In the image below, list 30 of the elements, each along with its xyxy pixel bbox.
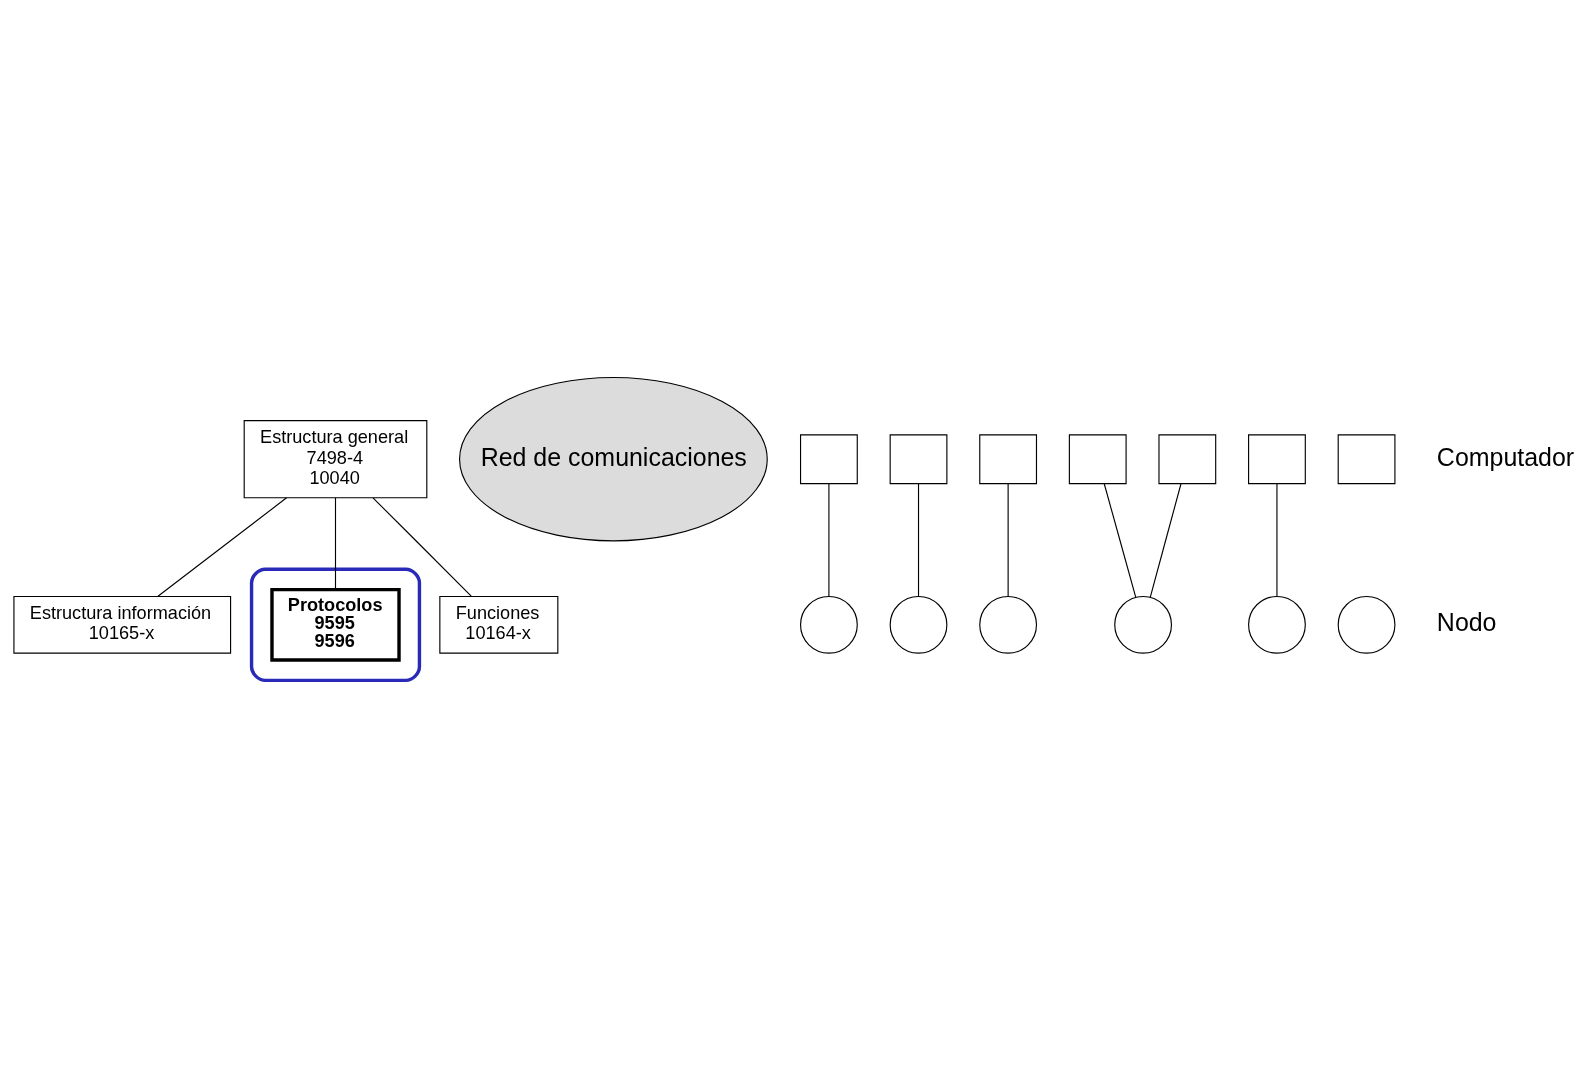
node-box: Estructura general 7498-4 10040: [243, 420, 428, 499]
node-circle: [889, 595, 948, 654]
connector: [334, 497, 337, 590]
connector: [917, 483, 920, 597]
node-box: [1337, 434, 1396, 485]
node-box: [800, 434, 858, 485]
node-circle: [800, 595, 858, 654]
connector: [828, 483, 830, 597]
connector: [1149, 483, 1182, 598]
node-circle: [1337, 595, 1396, 654]
node-box: [1248, 434, 1306, 485]
connector: [1276, 483, 1278, 597]
connector: [1007, 483, 1009, 597]
node-box: [889, 434, 948, 485]
node-box: [1068, 434, 1127, 485]
node-box: Estructura información 10165-x: [13, 595, 232, 654]
node-circle: [979, 595, 1038, 654]
node-box: [979, 434, 1038, 485]
node-box: Funciones 10164-x: [439, 595, 559, 654]
connector: [157, 497, 288, 597]
legend-label: Computador: [1436, 442, 1575, 471]
node-circle: [1248, 595, 1306, 654]
cluster: [249, 567, 422, 683]
node-box: [1158, 434, 1217, 485]
connector: [372, 497, 472, 597]
node-box: Protocolos 9595 9596: [270, 587, 401, 662]
connector: [1103, 483, 1137, 598]
legend-label: Nodo: [1436, 608, 1497, 637]
node-circle: [1114, 595, 1173, 654]
node-ellipse: Red de comunicaciones: [459, 376, 768, 542]
